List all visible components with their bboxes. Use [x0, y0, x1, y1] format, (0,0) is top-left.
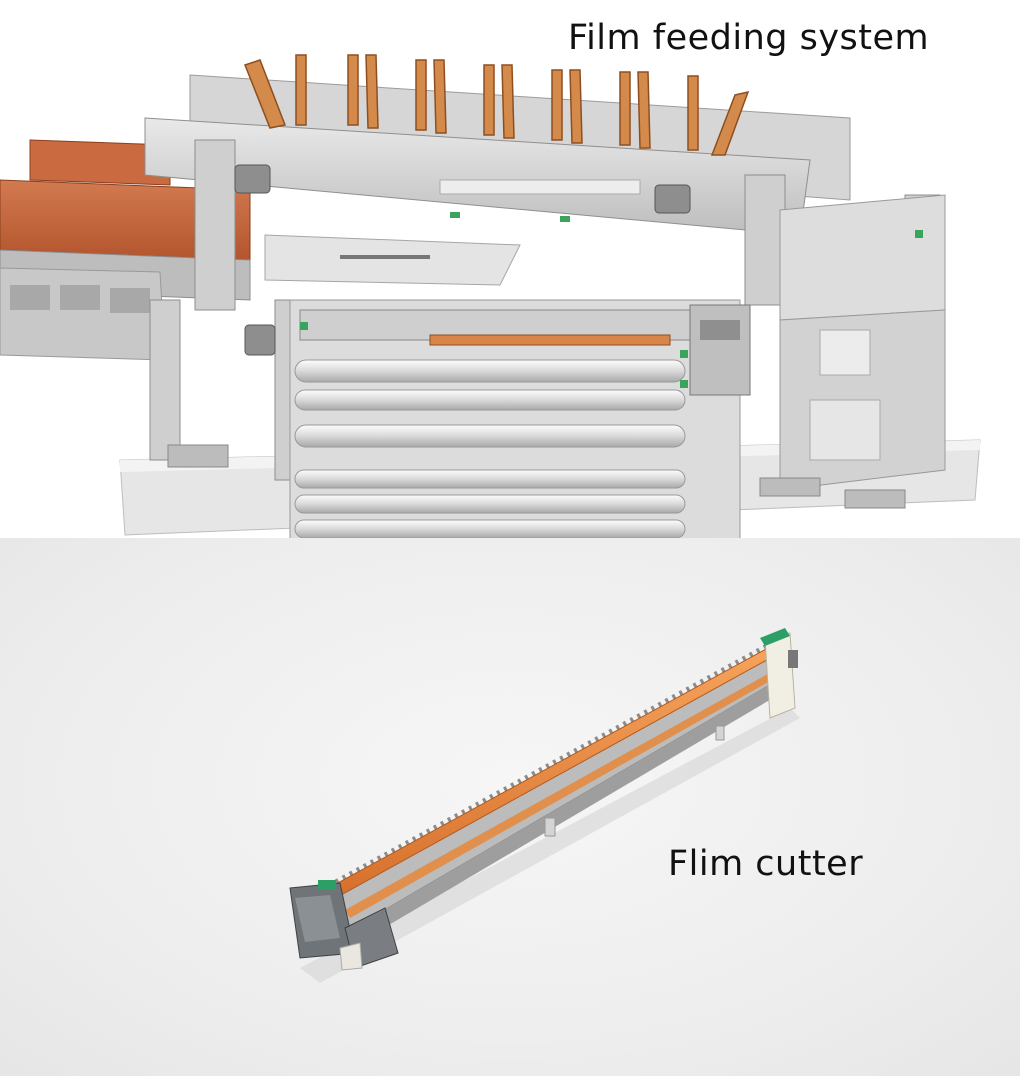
green-accents	[300, 212, 923, 388]
film-cutter-illustration	[289, 628, 800, 983]
film-cutter-panel: Flim cutter	[0, 538, 1020, 1076]
right-end-mount	[760, 628, 798, 719]
copper-fingers	[244, 54, 750, 156]
left-conveyor	[0, 139, 251, 361]
support-feet	[544, 725, 725, 837]
left-gearbox-motor	[289, 880, 399, 971]
film-feeding-panel: Film feeding system	[0, 18, 981, 538]
film-feeding-system-caption: Film feeding system	[568, 18, 930, 58]
film-sheet	[264, 234, 521, 286]
right-unit	[779, 194, 946, 491]
film-cutter-caption: Flim cutter	[668, 844, 864, 884]
roller-module	[289, 299, 751, 538]
frame-feet	[167, 444, 906, 509]
film-feeding-machine-illustration	[0, 54, 981, 538]
cutter-shadow	[300, 708, 800, 983]
